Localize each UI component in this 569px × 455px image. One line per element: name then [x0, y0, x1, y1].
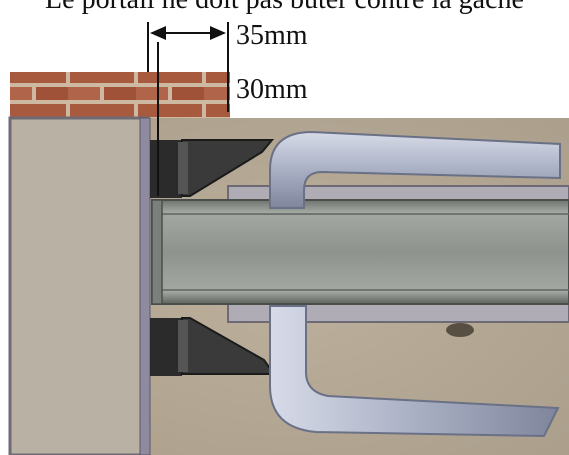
wall-panel-edge: [139, 117, 151, 455]
brick-wall: [10, 72, 230, 122]
lower-handle: [269, 305, 560, 438]
gate-beam: [151, 199, 569, 305]
lower-bracket: [150, 317, 276, 376]
arrow-left-icon: [150, 26, 166, 40]
wall-panel: [8, 116, 150, 455]
beam-end-cap: [151, 199, 163, 305]
arrow-right-icon: [210, 26, 226, 40]
caption-text: Le portail ne doit pas buter contre la g…: [0, 0, 569, 16]
stain-mark: [446, 323, 474, 337]
upper-handle: [269, 130, 561, 209]
offset-dimension-label: 30mm: [236, 74, 308, 105]
upper-bracket: [150, 139, 275, 198]
gap-dimension-label: 35mm: [236, 20, 308, 51]
